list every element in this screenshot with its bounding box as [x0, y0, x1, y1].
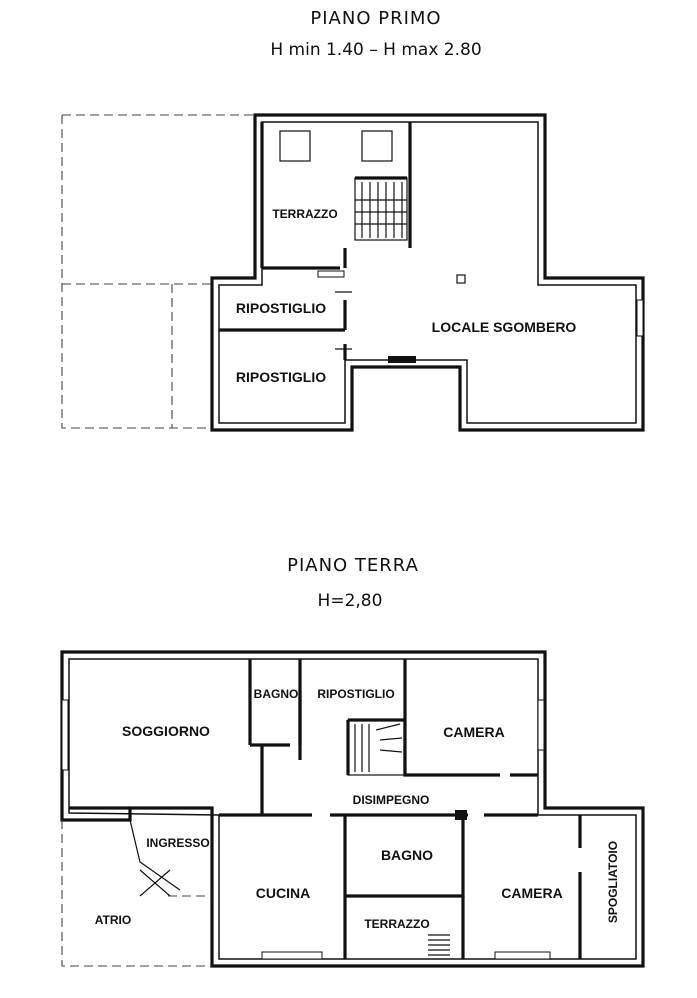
- ground-room-bagno: BAGNO: [381, 847, 433, 863]
- upper-east-window: [636, 299, 644, 337]
- ground-room-spogliatoio: SPOGLIATOIO: [606, 841, 620, 923]
- upper-staircase: [354, 176, 408, 241]
- ground-camera-bottom-wall: [461, 815, 582, 959]
- upper-floor-plan: TERRAZZO RIPOSTIGLIO RIPOSTIGLIO LOCALE …: [61, 113, 645, 432]
- ground-room-terrazzo: TERRAZZO: [364, 917, 429, 931]
- upper-chimney: [456, 274, 466, 284]
- ground-room-ripostiglio: RIPOSTIGLIO: [317, 687, 394, 701]
- ground-cucina-window: [261, 951, 323, 960]
- skylight-2: [361, 130, 393, 162]
- upper-outer-wall: [210, 113, 645, 432]
- ground-room-disimpegno: DISIMPEGNO: [353, 793, 430, 807]
- upper-inner-wall-line: [218, 121, 637, 424]
- ground-cucina-wall: [343, 815, 465, 959]
- upper-floor-height-note: H min 1.40 – H max 2.80: [270, 40, 481, 60]
- ground-room-bagno-top: BAGNO: [254, 687, 299, 701]
- ground-floor-plan: SOGGIORNO BAGNO RIPOSTIGLIO CAMERA DISIM…: [60, 650, 645, 968]
- ingresso-door-swing: [139, 869, 171, 897]
- ground-room-soggiorno: SOGGIORNO: [122, 723, 210, 739]
- ground-floor-height-note: H=2,80: [318, 591, 383, 611]
- ground-room-camera-bottom: CAMERA: [501, 885, 562, 901]
- ground-east-window: [537, 699, 545, 751]
- ground-soggiorno-wall: [69, 745, 264, 815]
- ground-bagno-walls: [248, 659, 302, 747]
- ground-room-ingresso: INGRESSO: [146, 836, 209, 850]
- ground-floor-title: PIANO TERRA: [287, 555, 419, 576]
- upper-terrazzo-door: [317, 270, 345, 278]
- ground-staircase: [346, 718, 405, 776]
- ground-room-atrio: ATRIO: [95, 913, 131, 927]
- upper-room-ripostiglio-2: RIPOSTIGLIO: [236, 369, 326, 385]
- ground-west-window: [61, 699, 69, 771]
- ingresso-wall: [129, 819, 181, 891]
- ground-camera-top-walls: [403, 659, 538, 777]
- atrio-outline: [61, 820, 212, 967]
- ground-floor-heading: PIANO TERRA H=2,80: [287, 555, 419, 611]
- ground-room-camera-top: CAMERA: [443, 724, 504, 740]
- upper-floor-title: PIANO PRIMO: [310, 8, 441, 29]
- upper-terrazzo-wall: [260, 122, 412, 270]
- skylight-1: [279, 130, 311, 162]
- upper-stair-entry: [388, 356, 416, 363]
- ground-camera-window: [494, 951, 551, 960]
- ground-terrazzo-stair: [428, 934, 450, 956]
- upper-room-ripostiglio-1: RIPOSTIGLIO: [236, 300, 326, 316]
- upper-room-locale-sgombero: LOCALE SGOMBERO: [432, 319, 577, 335]
- upper-roof-outline: [61, 114, 255, 429]
- upper-room-terrazzo: TERRAZZO: [272, 207, 337, 221]
- ground-room-cucina: CUCINA: [256, 885, 310, 901]
- upper-ripostiglio-walls: [219, 300, 347, 360]
- ground-column: [455, 810, 467, 820]
- upper-floor-heading: PIANO PRIMO H min 1.40 – H max 2.80: [270, 8, 481, 60]
